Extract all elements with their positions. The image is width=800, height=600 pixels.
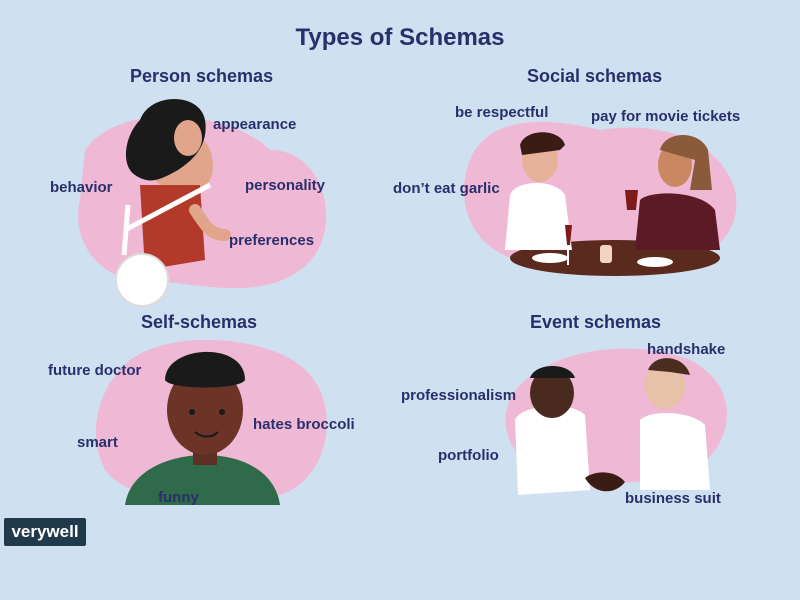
self-schemas-heading: Self-schemas — [141, 312, 258, 332]
label-funny: funny — [158, 489, 199, 506]
woman-figure — [115, 99, 231, 307]
label-pay-for-movie-tickets: pay for movie tickets — [591, 108, 741, 125]
logo-text-part2: well — [46, 522, 79, 541]
person-schemas-heading: Person schemas — [130, 66, 274, 86]
label-behavior: behavior — [50, 179, 113, 196]
label-business-suit: business suit — [625, 490, 721, 507]
label-personality: personality — [245, 177, 326, 194]
event-schemas-heading: Event schemas — [530, 312, 662, 332]
label-hates-broccoli: hates broccoli — [253, 416, 355, 433]
label-handshake: handshake — [647, 341, 726, 358]
label-portfolio: portfolio — [438, 447, 499, 464]
page-title: Types of Schemas — [295, 24, 505, 51]
verywell-logo: verywell — [4, 518, 86, 546]
label-dont-eat-garlic: don’t eat garlic — [393, 180, 500, 197]
label-be-respectful: be respectful — [455, 104, 549, 121]
label-appearance: appearance — [213, 116, 297, 133]
label-preferences: preferences — [229, 232, 315, 249]
dinner-scene — [505, 132, 720, 276]
label-smart: smart — [77, 434, 118, 451]
label-future-doctor: future doctor — [48, 362, 142, 379]
handshake-scene — [515, 358, 710, 495]
social-schemas-heading: Social schemas — [527, 66, 663, 86]
logo-text-part1: very — [11, 522, 47, 541]
young-man-figure — [125, 351, 280, 505]
label-professionalism: professionalism — [401, 387, 517, 404]
